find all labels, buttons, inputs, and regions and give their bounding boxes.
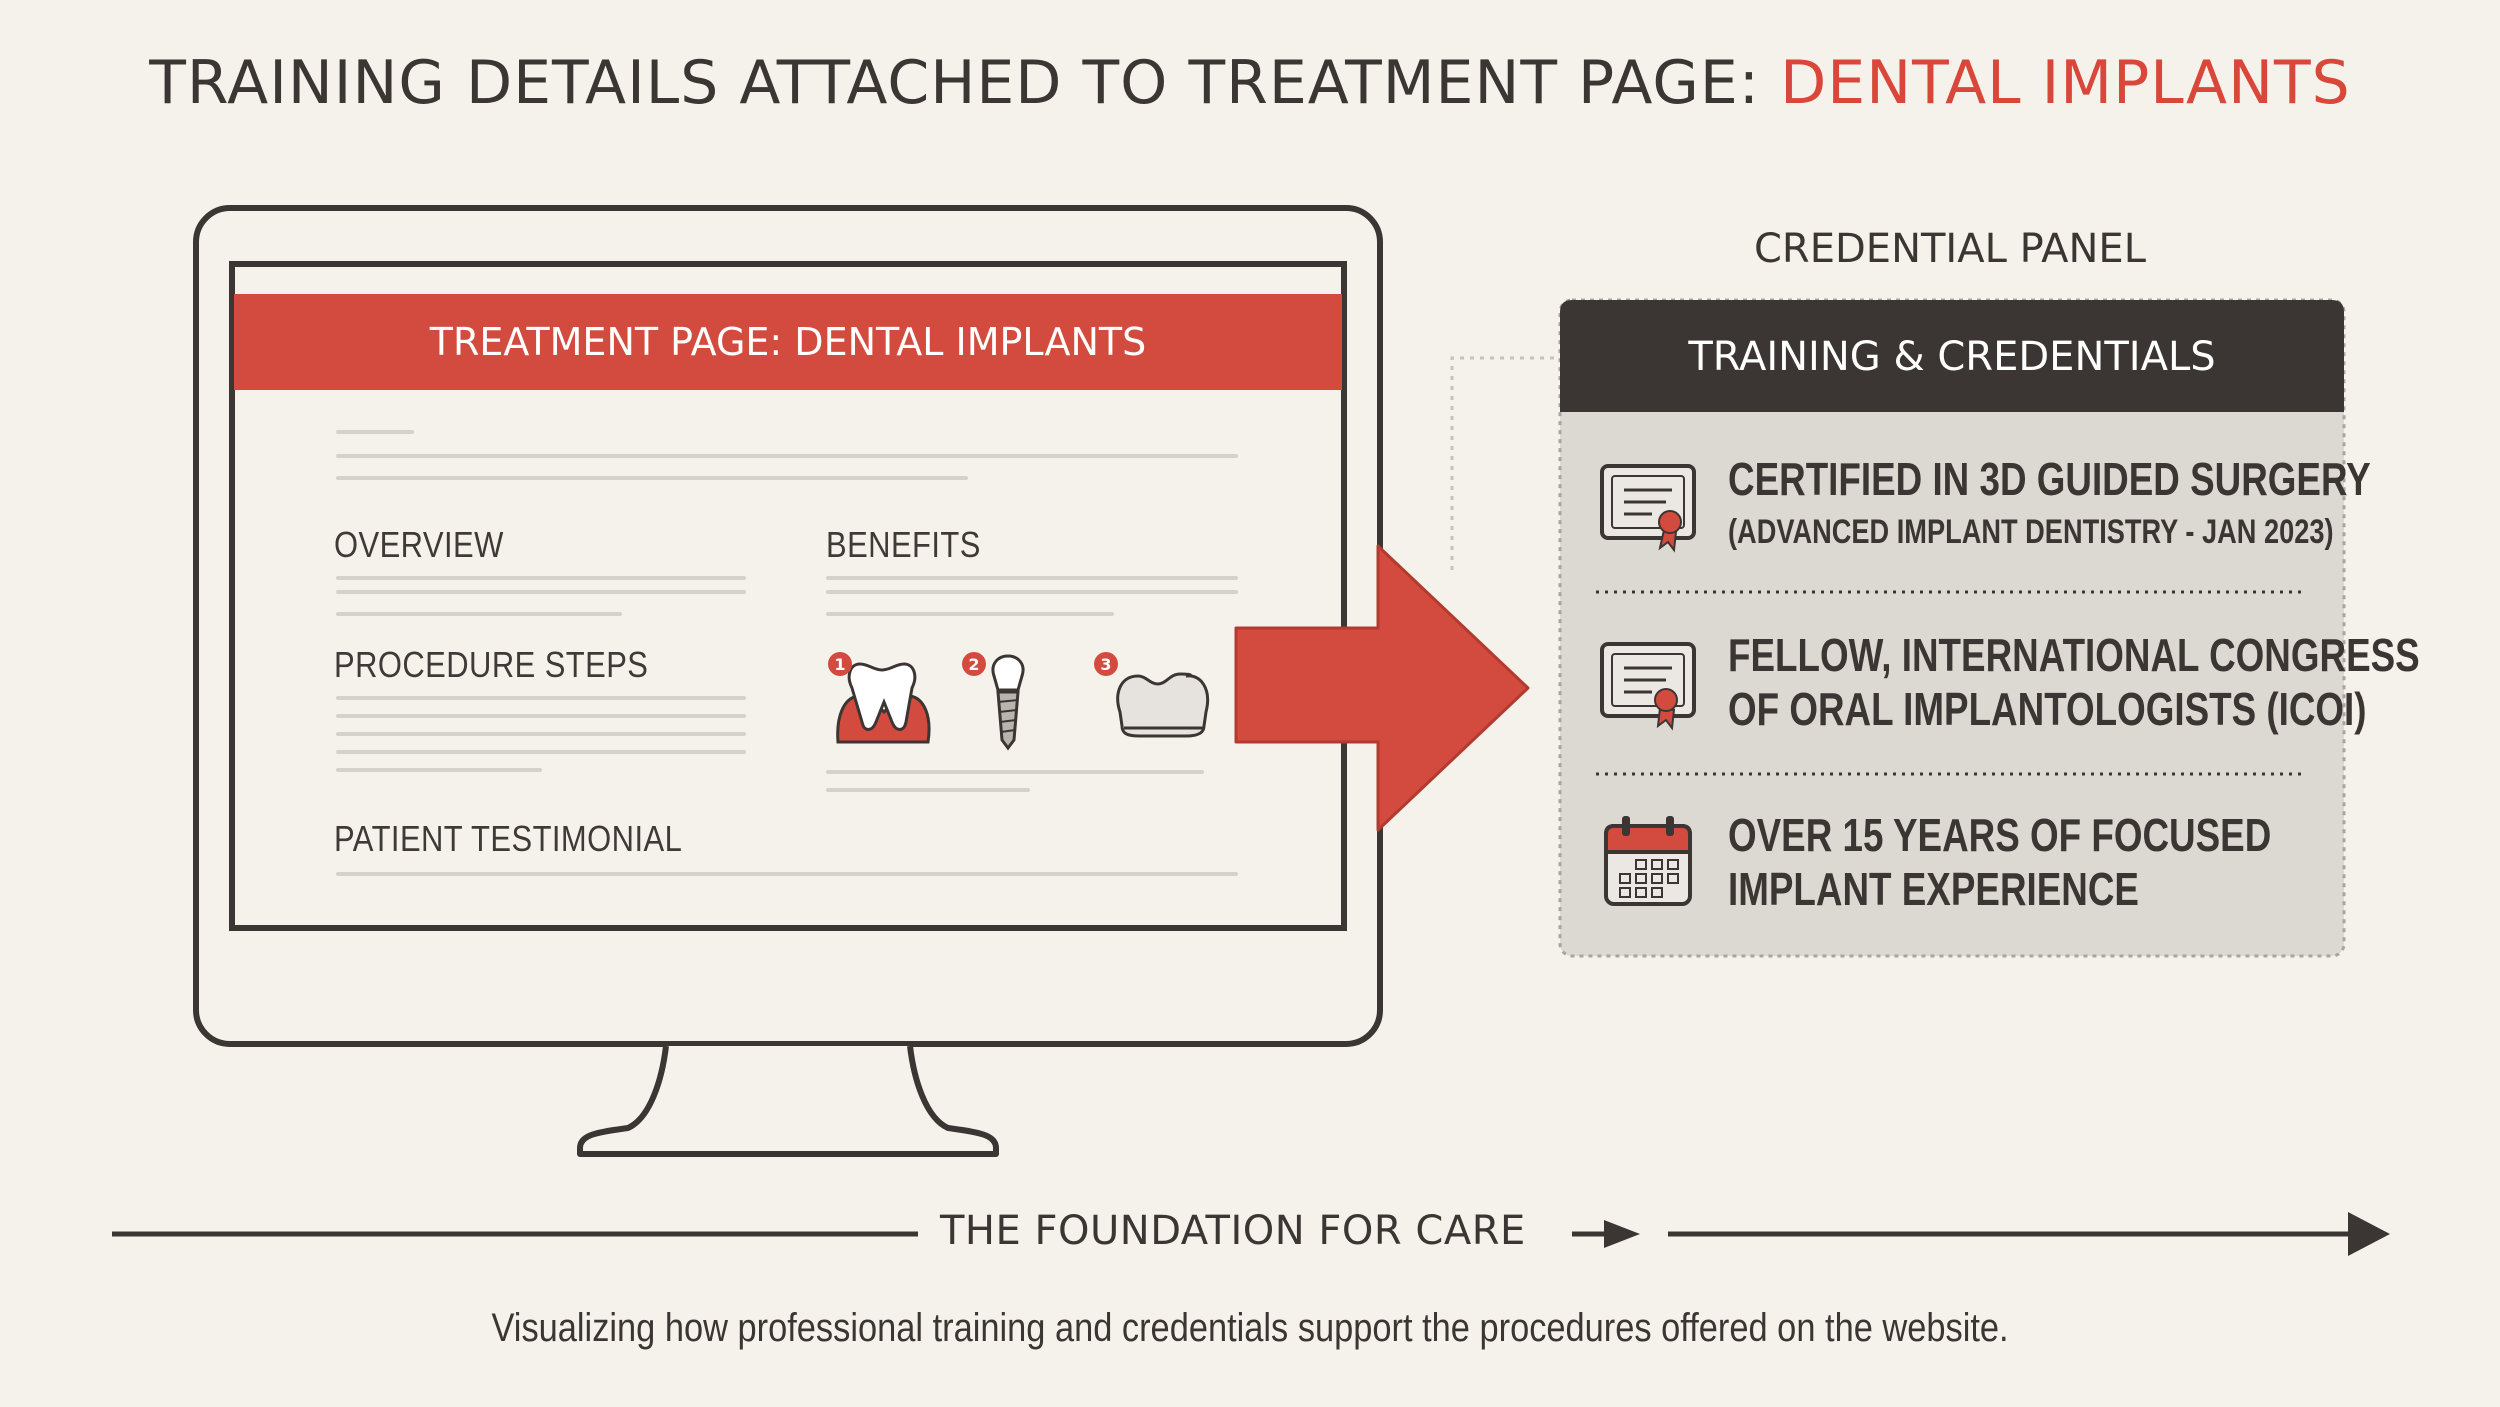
section-patient-testimonial: PATIENT TESTIMONIAL — [334, 818, 683, 859]
section-overview: OVERVIEW — [334, 524, 504, 565]
step-number-1: 1 — [834, 655, 845, 674]
certificate-icon — [1600, 464, 1696, 553]
title-prefix: TRAINING DETAILS ATTACHED TO TREATMENT P… — [149, 48, 1781, 118]
placeholder-lines — [336, 430, 1238, 876]
credential-panel — [1558, 298, 2346, 958]
tooth-extraction-icon: 1 — [828, 652, 931, 744]
arrow-head-icon — [2348, 1212, 2390, 1256]
screen-header-bar — [234, 294, 1342, 390]
title-highlight: DENTAL IMPLANTS — [1780, 48, 2351, 118]
credential-panel-header: TRAINING & CREDENTIALS — [1688, 334, 2216, 380]
connector-arrow — [1234, 544, 1530, 832]
foundation-timeline — [112, 1212, 2390, 1256]
credential-3-title: OVER 15 YEARS OF FOCUSED — [1728, 809, 2272, 861]
small-arrow-icon — [1604, 1220, 1640, 1248]
credential-1-title: CERTIFIED IN 3D GUIDED SURGERY — [1728, 453, 2371, 505]
credential-3-detail: IMPLANT EXPERIENCE — [1728, 863, 2139, 915]
page-title: TRAINING DETAILS ATTACHED TO TREATMENT P… — [0, 48, 2500, 118]
credential-panel-caption: CREDENTIAL PANEL — [1754, 226, 2146, 272]
dental-crown-icon: 3 — [1094, 652, 1209, 738]
foundation-label: THE FOUNDATION FOR CARE — [940, 1208, 1526, 1254]
credential-2-detail: OF ORAL IMPLANTOLOGISTS (ICOI) — [1728, 683, 2367, 735]
step-number-2: 2 — [968, 655, 979, 674]
calendar-icon — [1604, 816, 1692, 906]
step-number-3: 3 — [1100, 655, 1111, 674]
footnote-text: Visualizing how professional training an… — [491, 1306, 2009, 1350]
certificate-icon — [1600, 642, 1696, 731]
credential-1-detail: (ADVANCED IMPLANT DENTISTRY - JAN 2023) — [1728, 513, 2334, 551]
section-benefits: BENEFITS — [826, 524, 981, 565]
credential-2-title: FELLOW, INTERNATIONAL CONGRESS — [1728, 629, 2420, 681]
screen-header-title: TREATMENT PAGE: DENTAL IMPLANTS — [429, 320, 1147, 364]
dental-implant-screw-icon: 2 — [962, 652, 1025, 751]
section-procedure-steps: PROCEDURE STEPS — [334, 644, 649, 685]
footnote: Visualizing how professional training an… — [0, 1306, 2500, 1351]
dotted-connector — [1450, 356, 1558, 570]
